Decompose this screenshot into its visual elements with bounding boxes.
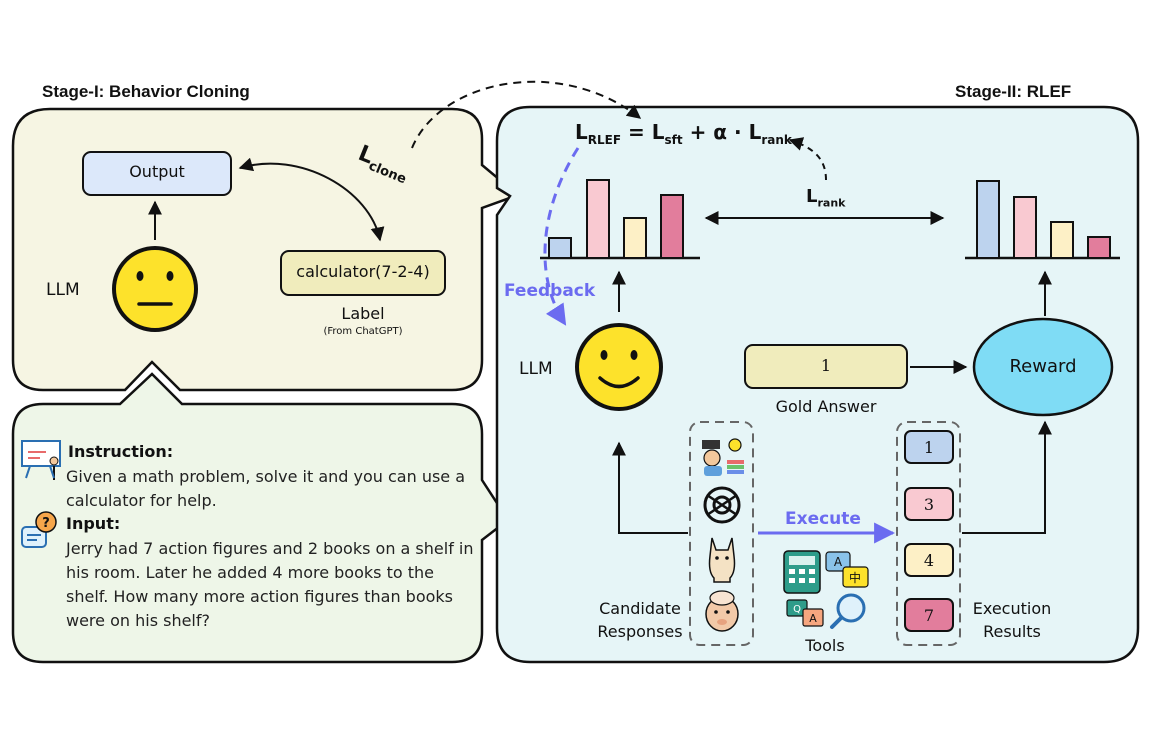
right-bar-chart — [965, 180, 1120, 260]
neutral-face-icon — [112, 246, 198, 332]
formula-dot: · — [734, 120, 742, 144]
calculator-icon — [783, 550, 821, 594]
candidates-box — [689, 421, 754, 646]
result-box-3 — [904, 543, 954, 577]
reward-ellipse — [972, 317, 1114, 417]
result-value-4: 7 — [923, 606, 935, 625]
results-to-reward-arrow — [962, 420, 1052, 534]
svg-text:Q: Q — [793, 604, 801, 615]
formula-l3: L — [748, 120, 762, 144]
rank-loss-label: Lrank — [806, 186, 845, 210]
gold-answer-caption: Gold Answer — [775, 397, 877, 416]
input-header: Input: — [66, 514, 121, 533]
instruction-teacher-icon — [21, 440, 61, 480]
right-bar-4 — [1087, 236, 1111, 259]
gold-answer-value: 1 — [820, 356, 832, 375]
reward-label: Reward — [1009, 356, 1077, 377]
svg-text:A: A — [834, 555, 843, 569]
label-box — [280, 250, 446, 296]
teacher-icon — [702, 438, 744, 476]
result-value-2: 3 — [923, 495, 935, 514]
left-bar-4 — [660, 194, 684, 259]
left-bar-3 — [623, 217, 647, 259]
svg-text:A: A — [809, 612, 817, 625]
qa-icon: Q A — [786, 599, 824, 627]
stage1-panel — [11, 107, 521, 392]
formula-sft-sub: sft — [664, 133, 683, 147]
label-caption: Label — [341, 304, 385, 323]
result-box-1 — [904, 430, 954, 464]
stage2-title: Stage-II: RLEF — [955, 82, 1072, 101]
feedback-label: Feedback — [504, 281, 596, 301]
prompt-panel — [11, 372, 510, 664]
result-value-3: 4 — [923, 551, 935, 570]
candidates-to-llm-arrow — [612, 441, 688, 534]
alpaca-icon — [705, 590, 739, 632]
stage1-llm-label: LLM — [46, 280, 80, 300]
results-box — [896, 421, 961, 646]
rank-loss-subscript: rank — [817, 196, 846, 210]
llama-icon — [708, 537, 736, 583]
rank-loss-symbol: L — [806, 186, 818, 207]
result-box-4 — [904, 598, 954, 632]
right-bar-1 — [976, 180, 1000, 259]
search-icon — [830, 593, 866, 629]
candidates-caption: Candidate Responses — [597, 599, 683, 641]
instruction-header: Instruction: — [68, 442, 174, 461]
label-source: (From ChatGPT) — [323, 326, 403, 337]
translate-icon: A 中 — [825, 551, 869, 588]
svg-text:中: 中 — [849, 570, 861, 585]
clone-to-formula-arrow — [411, 80, 642, 149]
instruction-text: Given a math problem, solve it and you c… — [66, 467, 466, 510]
feedback-arrow — [543, 147, 580, 326]
gold-answer-box — [744, 344, 908, 389]
formula-plus: + — [689, 120, 707, 144]
result-value-1: 1 — [923, 438, 935, 457]
tools-caption: Tools — [805, 636, 845, 655]
input-text: Jerry had 7 action figures and 2 books o… — [66, 539, 474, 630]
input-question-icon: ? — [21, 511, 57, 548]
formula-rank-sub: rank — [761, 133, 792, 147]
execute-label: Execute — [785, 509, 861, 529]
formula-l1: L — [575, 120, 588, 144]
stage2-llm-label: LLM — [519, 359, 553, 379]
result-box-2 — [904, 487, 954, 521]
formula-rlef-sub: RLEF — [587, 133, 622, 147]
output-label-double-arrow — [238, 157, 385, 242]
output-box-label: Output — [129, 162, 185, 181]
svg-text:?: ? — [42, 516, 50, 531]
formula-alpha: α — [713, 120, 728, 144]
output-box — [82, 151, 232, 196]
chatgpt-logo-icon — [703, 486, 741, 524]
left-bar-2 — [586, 179, 610, 259]
label-box-text: calculator(7-2-4) — [296, 262, 430, 281]
right-bar-2 — [1013, 196, 1037, 259]
rank-to-formula-arrow — [788, 137, 827, 181]
left-bar-chart — [540, 179, 700, 260]
stage1-title: Stage-I: Behavior Cloning — [42, 82, 250, 101]
right-bar-3 — [1050, 221, 1074, 259]
rlef-formula: LRLEF = Lsft + α · Lrank — [575, 120, 792, 147]
left-bar-1 — [548, 237, 572, 259]
formula-l2: L — [651, 120, 665, 144]
results-caption: Execution Results — [972, 599, 1052, 641]
smiling-face-icon — [575, 323, 663, 411]
formula-eq: = — [628, 120, 645, 144]
